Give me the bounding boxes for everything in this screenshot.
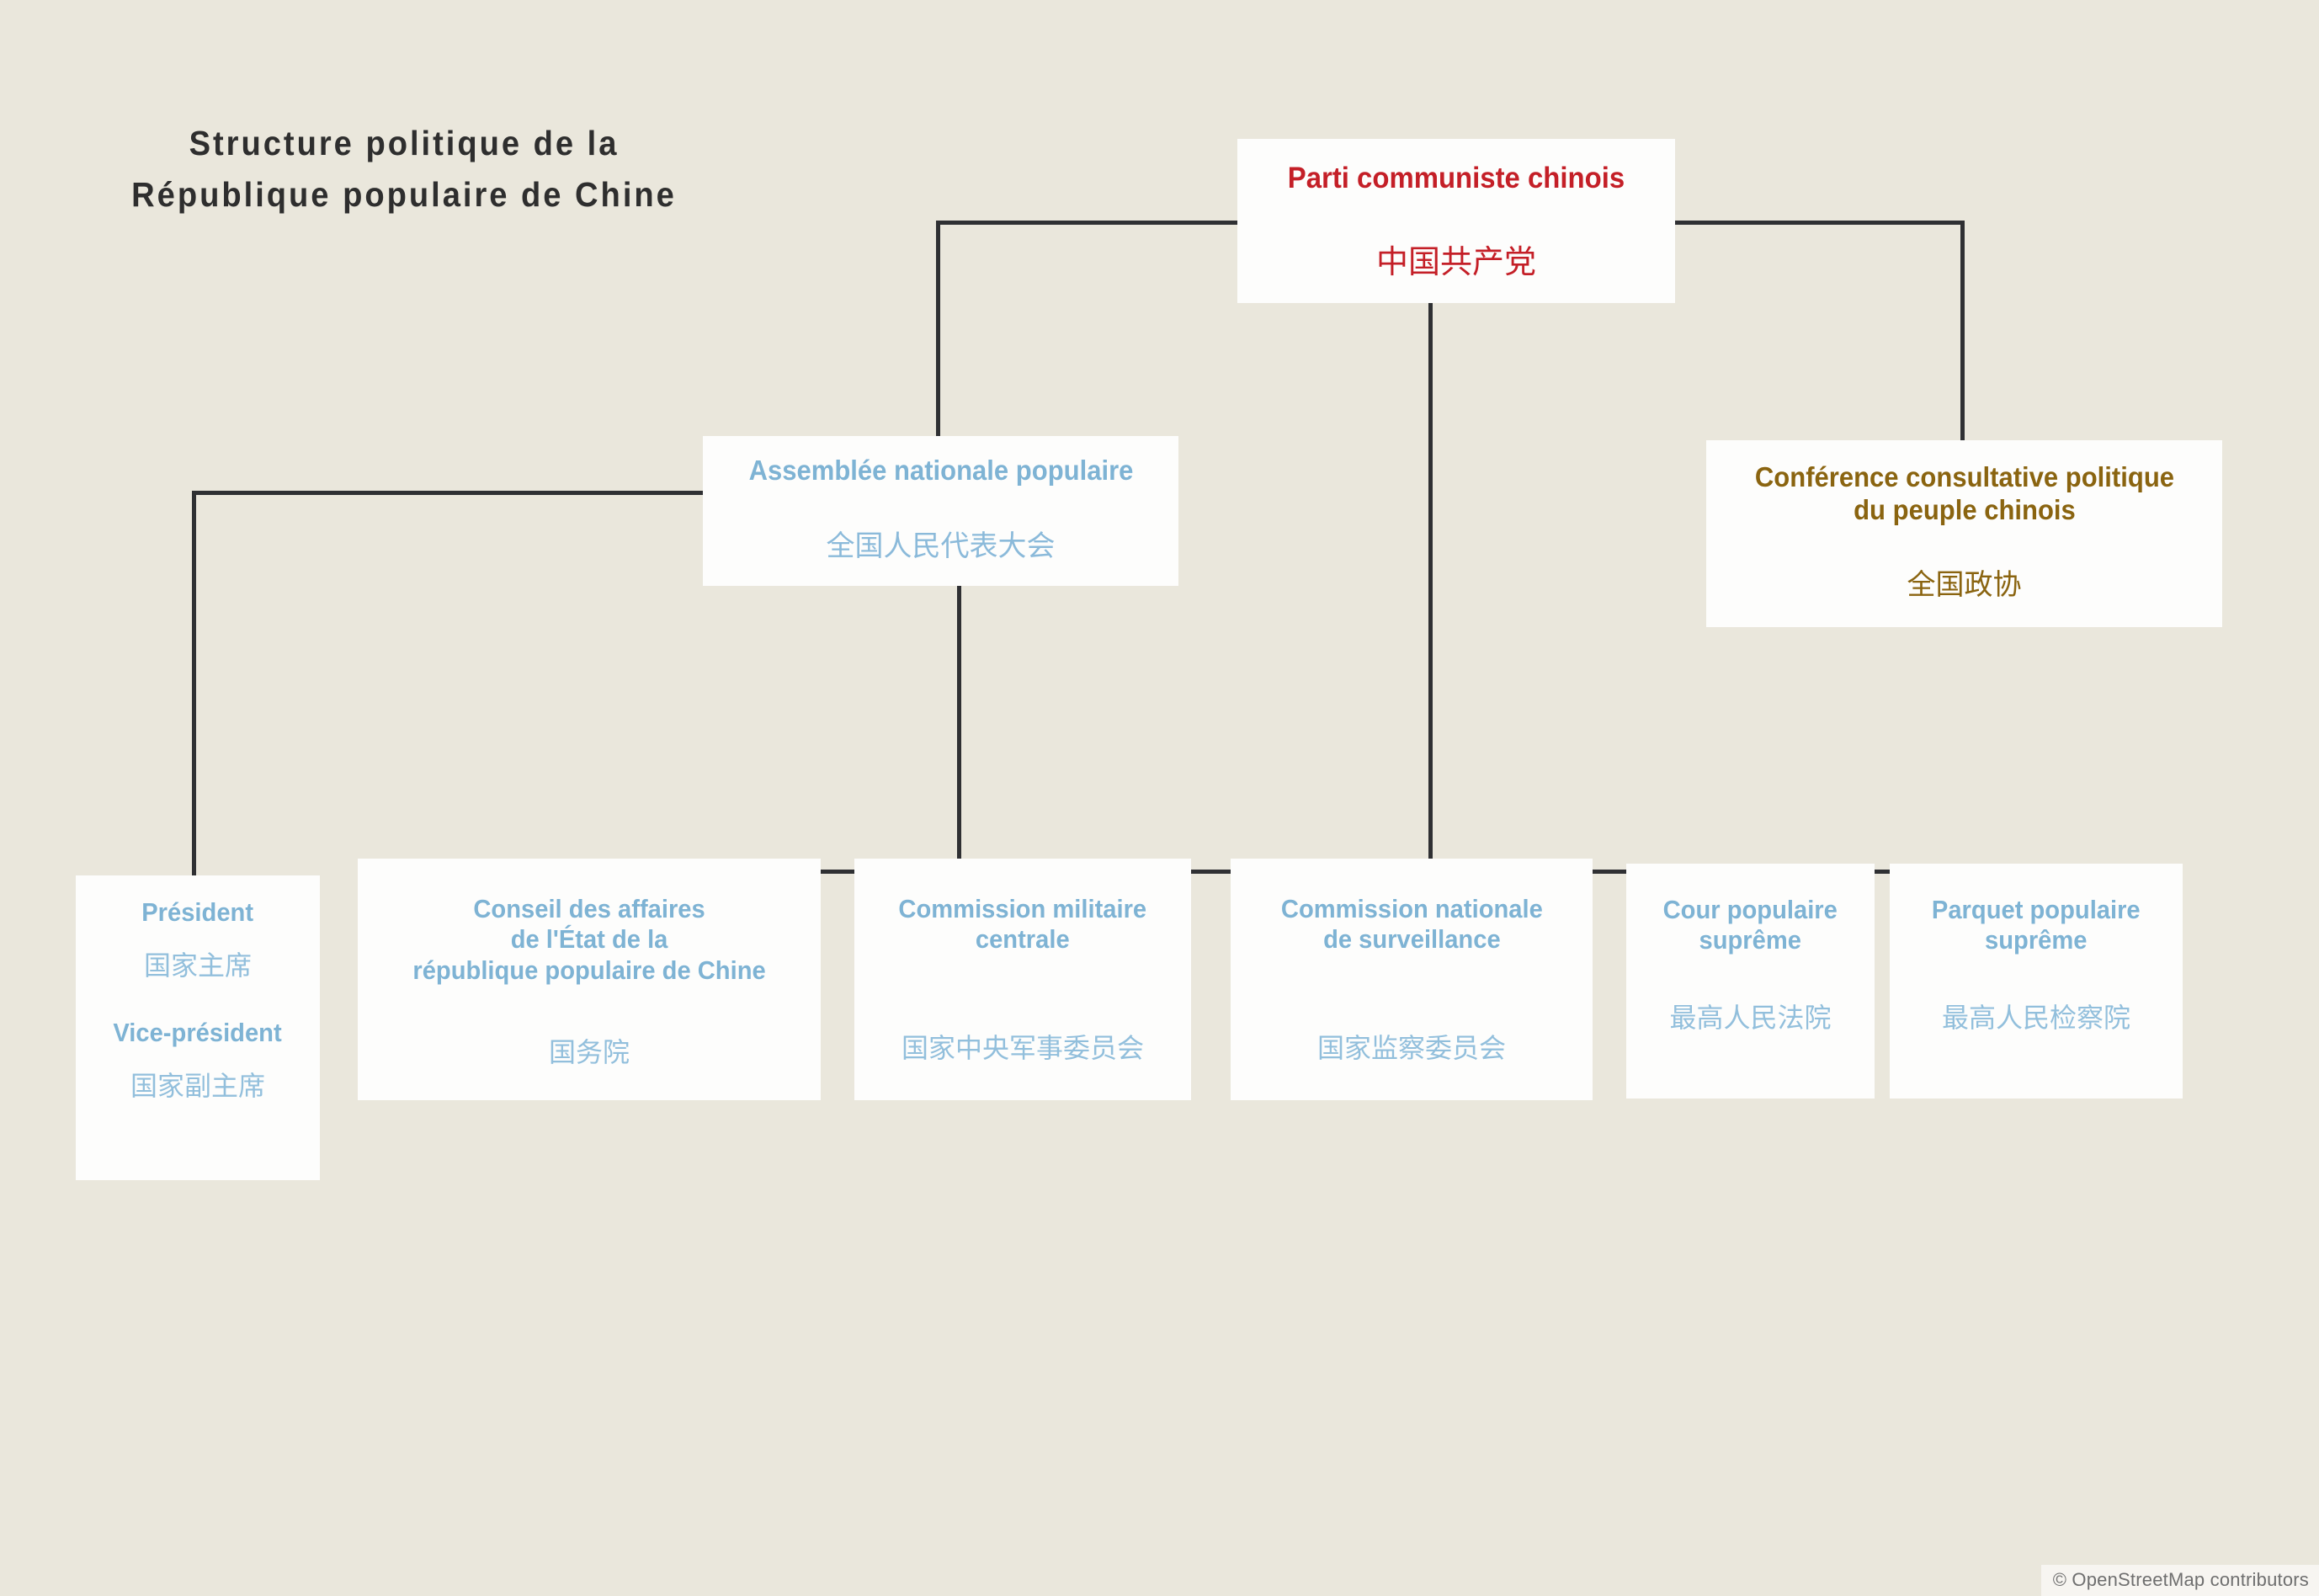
node-communist-party-label-fr: Parti communiste chinois (1287, 162, 1625, 194)
node-vice-president-label-zh: 国家副主席 (130, 1070, 265, 1101)
node-central-military-commission[interactable]: Commission militaire centrale 国家中央军事委员会 (854, 859, 1191, 1100)
node-supreme-peoples-procuratorate[interactable]: Parquet populaire suprême 最高人民检察院 (1890, 864, 2183, 1099)
node-state-council[interactable]: Conseil des affaires de l'État de la rép… (358, 859, 821, 1100)
node-supreme-peoples-court-label-zh: 最高人民法院 (1669, 1002, 1832, 1033)
connector-party-to-npc (936, 221, 940, 438)
node-cppcc[interactable]: Conférence consultative politique du peu… (1706, 440, 2222, 627)
node-cppcc-label-zh: 全国政协 (1907, 569, 2022, 602)
node-president-label-zh: 国家主席 (143, 950, 252, 982)
connector-party-to-cppcc (1960, 221, 1965, 442)
connector-party-to-bottom-bus (1428, 303, 1433, 872)
node-vice-president-label-fr: Vice-président (113, 1017, 283, 1047)
node-national-peoples-congress-label-zh: 全国人民代表大会 (826, 529, 1056, 562)
node-central-military-commission-label-fr: Commission militaire centrale (898, 894, 1147, 955)
connector-npc-to-president-vertical (192, 491, 196, 878)
node-state-council-label-fr: Conseil des affaires de l'État de la rép… (412, 894, 766, 985)
node-supreme-peoples-procuratorate-label-zh: 最高人民检察院 (1941, 1002, 2130, 1033)
node-national-supervisory-commission-label-fr: Commission nationale de surveillance (1280, 894, 1543, 955)
node-national-peoples-congress[interactable]: Assemblée nationale populaire 全国人民代表大会 (703, 436, 1178, 586)
node-state-council-label-zh: 国务院 (548, 1036, 630, 1067)
map-attribution[interactable]: © OpenStreetMap contributors (2040, 1565, 2319, 1596)
connector-npc-to-president-horizontal (192, 491, 705, 495)
node-supreme-peoples-court-label-fr: Cour populaire suprême (1662, 895, 1838, 955)
node-president-label-fr: Président (141, 897, 254, 927)
node-cppcc-label-fr: Conférence consultative politique du peu… (1754, 461, 2174, 525)
node-central-military-commission-label-zh: 国家中央军事委员会 (901, 1032, 1144, 1063)
node-communist-party-label-zh: 中国共产党 (1375, 244, 1536, 280)
node-supreme-peoples-court[interactable]: Cour populaire suprême 最高人民法院 (1626, 864, 1875, 1099)
node-national-supervisory-commission-label-zh: 国家监察委员会 (1316, 1032, 1506, 1063)
connector-npc-to-bottom-bus (957, 584, 961, 872)
node-communist-party[interactable]: Parti communiste chinois 中国共产党 (1237, 139, 1675, 303)
node-national-peoples-congress-label-fr: Assemblée nationale populaire (748, 455, 1133, 486)
node-president[interactable]: Président 国家主席 Vice-président 国家副主席 (76, 875, 320, 1180)
page-title: Structure politique de la République pop… (131, 124, 677, 214)
node-supreme-peoples-procuratorate-label-fr: Parquet populaire suprême (1932, 895, 2141, 955)
node-national-supervisory-commission[interactable]: Commission nationale de surveillance 国家监… (1231, 859, 1593, 1100)
